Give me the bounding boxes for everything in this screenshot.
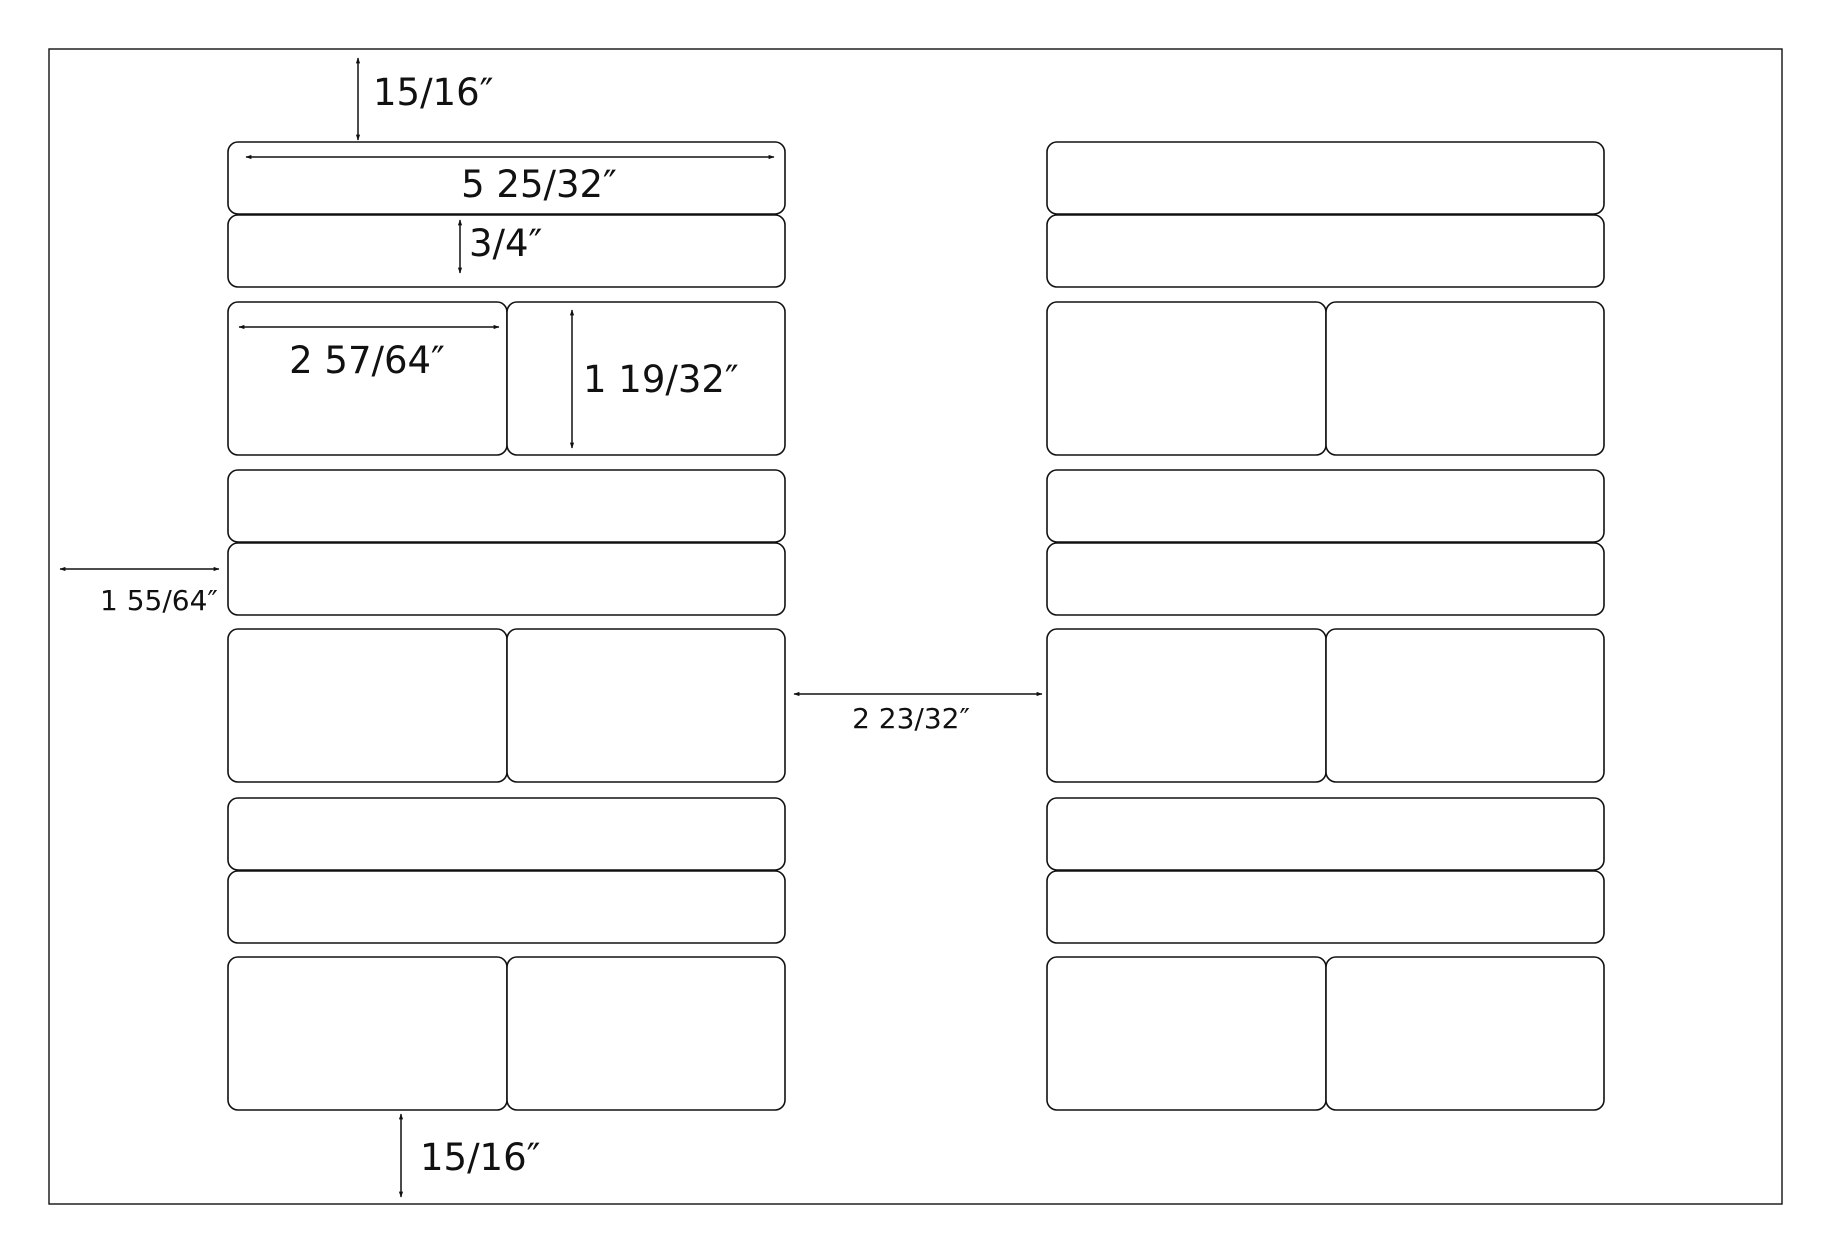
top-margin-label: 15/16″ [373, 71, 493, 114]
right-tall-label-3-a [1046, 956, 1327, 1111]
left-strip-label-6 [227, 870, 786, 944]
bottom-margin-label: 15/16″ [420, 1136, 540, 1179]
left-tall-label-3-b [506, 956, 786, 1111]
left-margin-label: 1 55/64″ [100, 584, 218, 617]
left-tall-label-2-b [506, 628, 786, 783]
tall-label-height-label: 1 19/32″ [583, 358, 739, 401]
right-strip-label-6 [1046, 870, 1605, 944]
dimension-lines [59, 57, 1043, 1198]
right-strip-label-1 [1046, 141, 1605, 215]
right-strip-label-5 [1046, 797, 1605, 871]
strip-height-label: 3/4″ [469, 222, 542, 265]
label-width-label: 5 25/32″ [461, 163, 617, 206]
left-strip-label-2 [227, 214, 786, 288]
right-tall-label-2-a [1046, 628, 1327, 783]
left-strip-label-1 [227, 141, 786, 215]
right-strip-label-4 [1046, 542, 1605, 616]
left-tall-label-2-a [227, 628, 508, 783]
right-tall-label-3-b [1325, 956, 1605, 1111]
left-strip-label-3 [227, 469, 786, 543]
right-strip-label-3 [1046, 469, 1605, 543]
half-label-width-label: 2 57/64″ [289, 339, 445, 382]
left-tall-label-1-b [506, 301, 786, 456]
dimension-labels: 15/16″ 5 25/32″ 3/4″ 2 57/64″ 1 19/32″ 1… [100, 71, 970, 1179]
column-gap-label: 2 23/32″ [852, 702, 970, 735]
right-tall-label-2-b [1325, 628, 1605, 783]
label-layout [227, 141, 1605, 1111]
right-tall-label-1-b [1325, 301, 1605, 456]
right-strip-label-2 [1046, 214, 1605, 288]
left-strip-label-4 [227, 542, 786, 616]
right-tall-label-1-a [1046, 301, 1327, 456]
left-strip-label-5 [227, 797, 786, 871]
left-tall-label-3-a [227, 956, 508, 1111]
